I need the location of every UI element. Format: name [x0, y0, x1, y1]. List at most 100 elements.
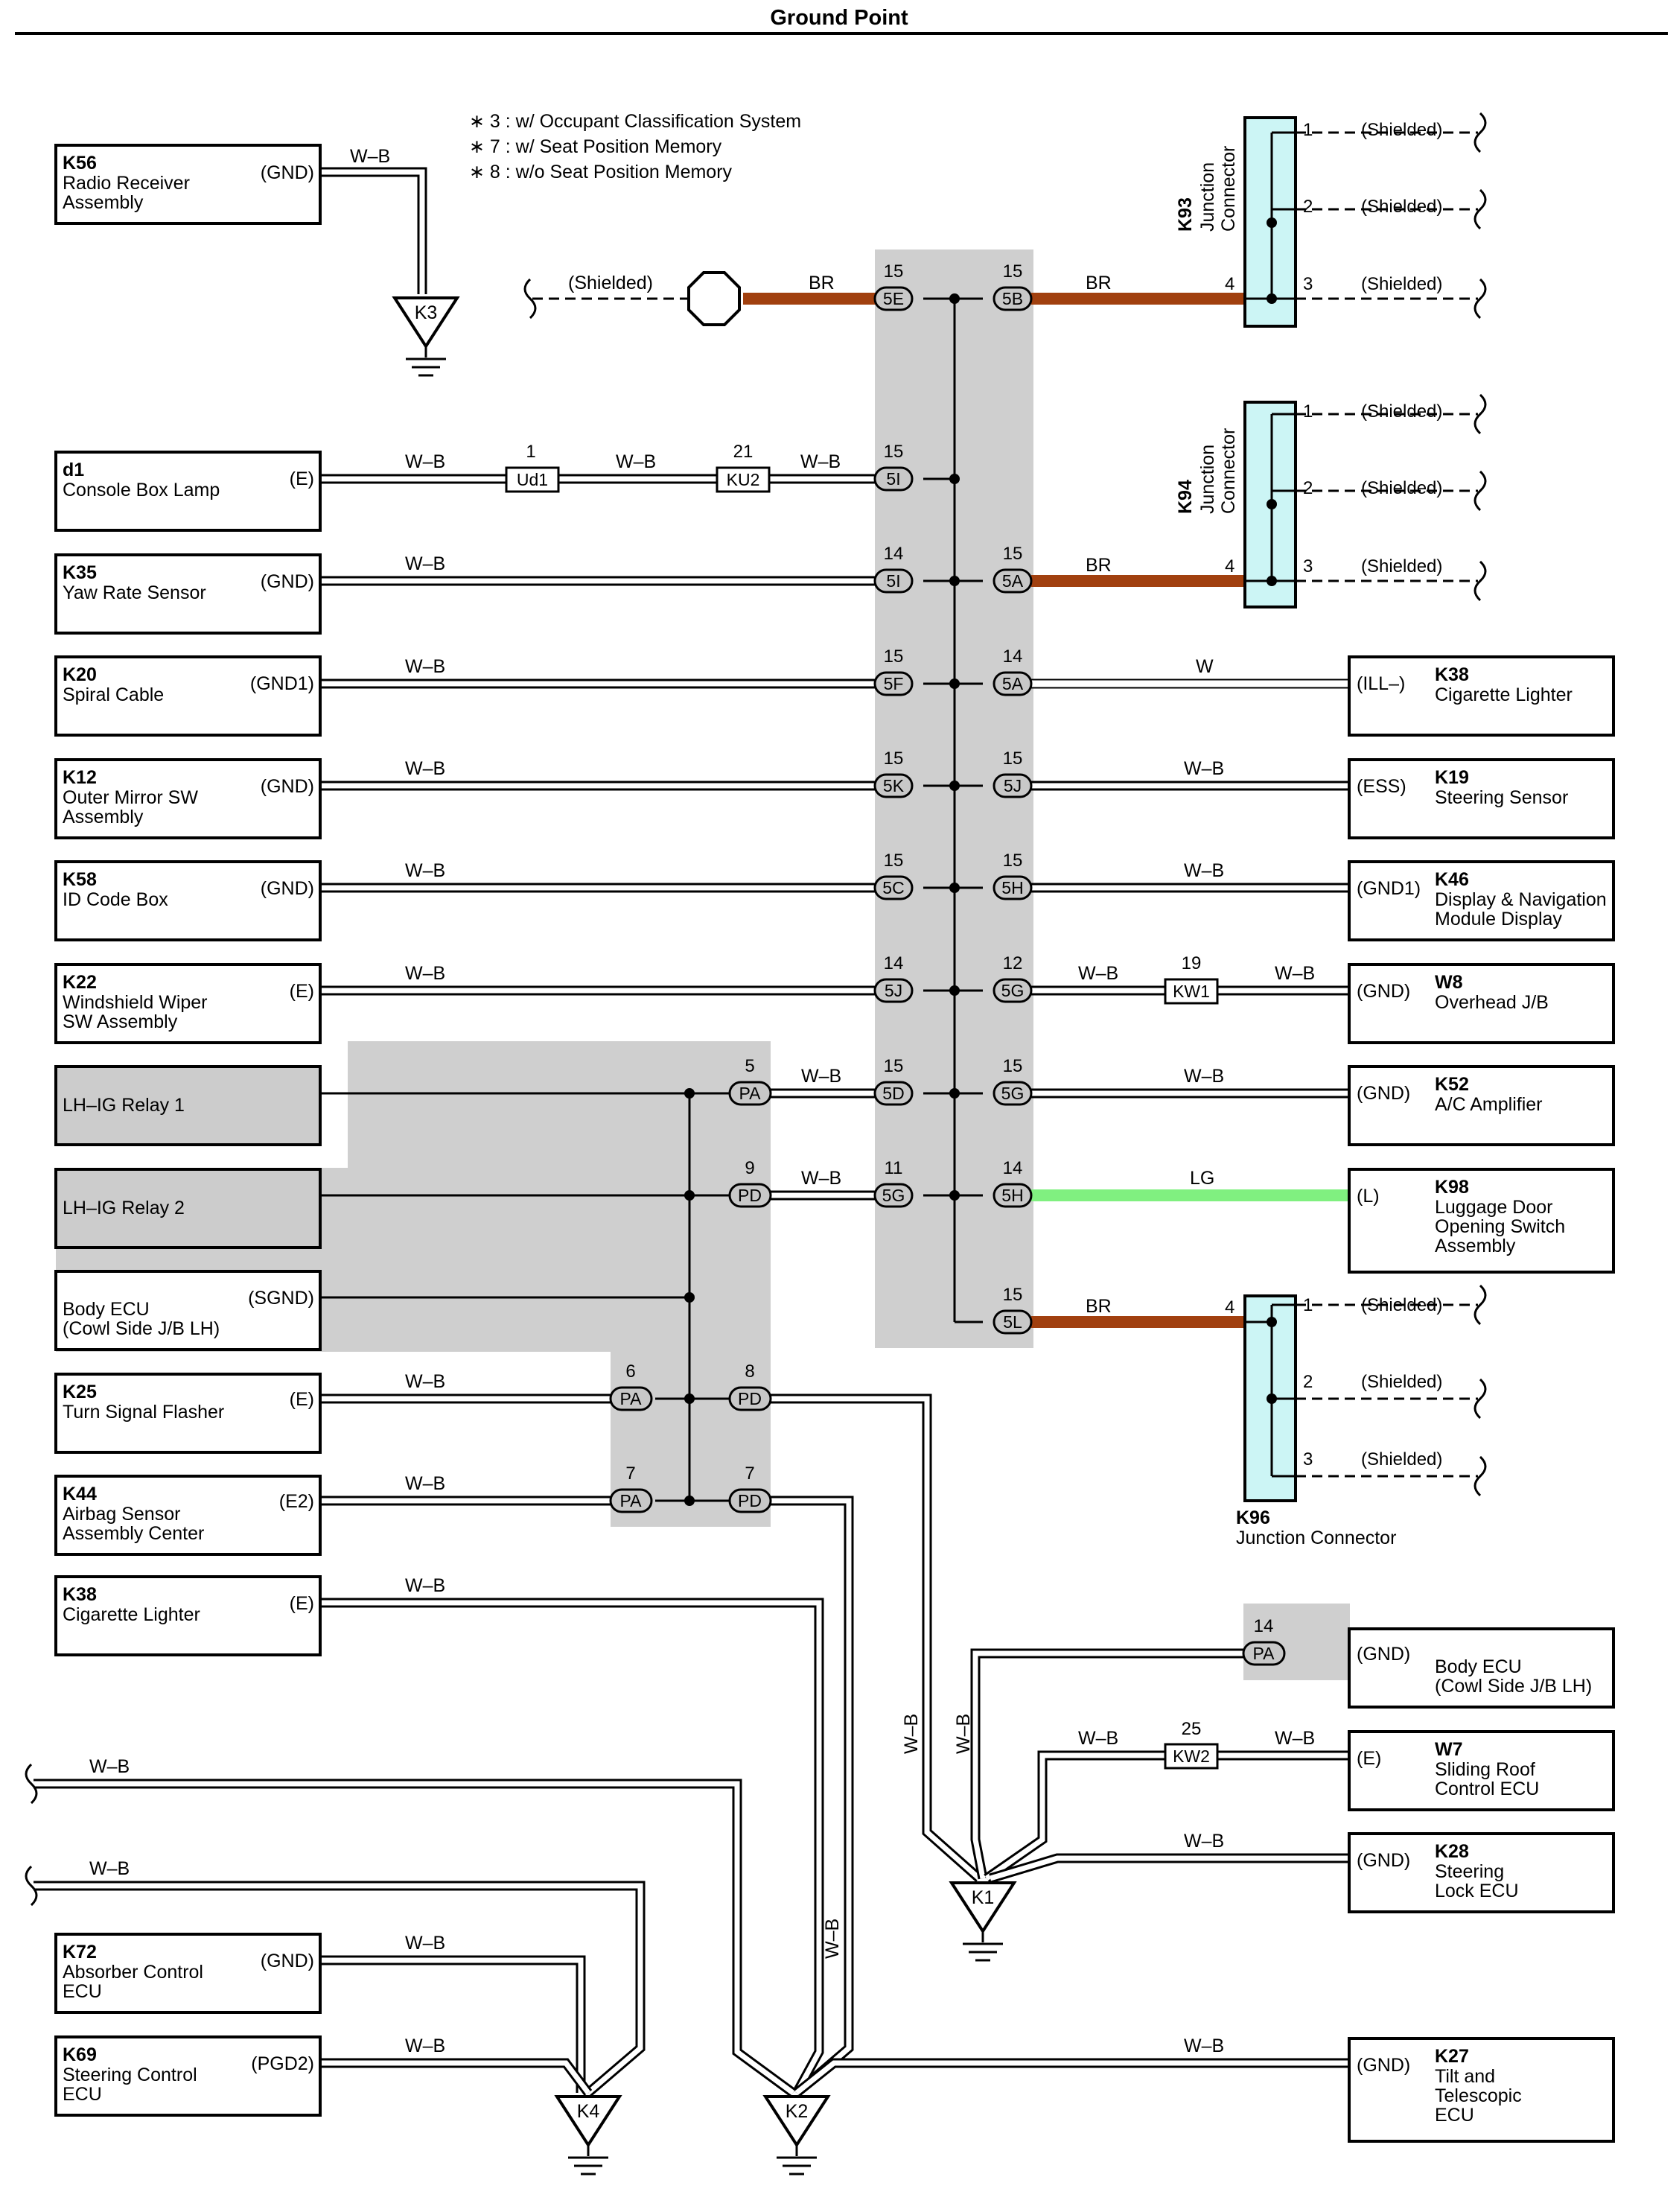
svg-text:1: 1: [526, 442, 535, 462]
svg-text:5G: 5G: [882, 1186, 905, 1205]
svg-text:5: 5: [745, 1056, 754, 1076]
svg-text:Sliding Roof: Sliding Roof: [1435, 1759, 1535, 1780]
svg-text:5J: 5J: [1004, 776, 1022, 795]
conn-5F: 5F: [873, 671, 914, 696]
svg-text:(Shielded): (Shielded): [1361, 120, 1442, 140]
svg-text:Display & Navigation: Display & Navigation: [1435, 889, 1607, 910]
svg-text:K69: K69: [63, 2044, 97, 2065]
ground-symbols: K3 K1 K4 K2: [392, 296, 1017, 2176]
svg-text:W–B: W–B: [953, 1714, 974, 1754]
k96-name: Junction Connector: [1236, 1528, 1396, 1548]
conn-PA-5: PA: [728, 1081, 772, 1106]
svg-text:(SGND): (SGND): [248, 1288, 314, 1309]
svg-text:W–B: W–B: [89, 1756, 130, 1777]
svg-text:21: 21: [733, 442, 754, 462]
svg-text:(GND1): (GND1): [1357, 878, 1421, 899]
svg-text:K98: K98: [1435, 1177, 1469, 1198]
note-1: ∗ 3 : w/ Occupant Classification System: [469, 111, 801, 132]
svg-text:(GND): (GND): [261, 878, 314, 899]
svg-text:(E2): (E2): [279, 1491, 314, 1512]
svg-text:(Shielded): (Shielded): [1361, 401, 1442, 422]
shield-splice-octagon: [687, 271, 741, 326]
svg-text:(Shielded): (Shielded): [1361, 556, 1442, 576]
svg-text:9: 9: [745, 1158, 754, 1178]
svg-text:PD: PD: [738, 1389, 762, 1408]
svg-text:BR: BR: [1086, 1296, 1112, 1317]
svg-text:(E): (E): [290, 468, 314, 489]
svg-text:W–B: W–B: [1184, 1066, 1224, 1087]
svg-text:15: 15: [1003, 261, 1023, 282]
svg-text:4: 4: [1225, 274, 1234, 294]
svg-text:K72: K72: [63, 1942, 97, 1962]
svg-text:K35: K35: [63, 562, 97, 583]
conn-5K: 5K: [873, 773, 914, 798]
svg-text:K46: K46: [1435, 869, 1469, 890]
svg-text:W–B: W–B: [1078, 963, 1118, 984]
wires-colored: [743, 293, 1349, 1328]
svg-text:W–B: W–B: [350, 146, 390, 167]
svg-text:(Shielded): (Shielded): [1361, 274, 1442, 294]
svg-text:Tilt and: Tilt and: [1435, 2066, 1495, 2087]
svg-text:2: 2: [1303, 1372, 1313, 1392]
svg-text:Assembly: Assembly: [63, 807, 144, 827]
svg-text:W–B: W–B: [801, 1168, 841, 1189]
svg-text:W–B: W–B: [822, 1919, 843, 1959]
svg-text:(Cowl Side J/B LH): (Cowl Side J/B LH): [63, 1318, 220, 1339]
svg-text:W7: W7: [1435, 1739, 1463, 1760]
svg-text:5B: 5B: [1002, 289, 1023, 308]
svg-text:14: 14: [884, 544, 904, 564]
svg-text:W–B: W–B: [405, 451, 445, 472]
svg-text:(GND): (GND): [261, 1951, 314, 1971]
svg-text:15: 15: [1003, 1056, 1023, 1076]
conn-PA-14: PA: [1242, 1641, 1286, 1666]
svg-text:LH–IG Relay 1: LH–IG Relay 1: [63, 1095, 185, 1116]
svg-text:K44: K44: [63, 1484, 97, 1504]
svg-text:7: 7: [625, 1463, 635, 1484]
svg-text:5F: 5F: [884, 674, 904, 693]
svg-text:(GND): (GND): [1357, 1644, 1410, 1665]
relay-bus: [320, 1088, 737, 1506]
body-ecu-gnd-right: (GND)Body ECU(Cowl Side J/B LH): [1348, 1627, 1615, 1709]
junction-connector-k96: K96 Junction Connector: [1236, 1294, 1396, 1548]
svg-text:5I: 5I: [886, 469, 900, 489]
svg-text:3: 3: [1303, 274, 1313, 294]
svg-text:W–B: W–B: [405, 1371, 445, 1392]
svg-text:4: 4: [1225, 1297, 1234, 1318]
svg-text:5G: 5G: [1001, 981, 1025, 1000]
k96-code: K96: [1236, 1507, 1270, 1528]
svg-text:8: 8: [745, 1361, 754, 1382]
svg-text:Assembly: Assembly: [63, 192, 144, 213]
svg-text:W–B: W–B: [1275, 963, 1315, 984]
conn-PD-7: PD: [728, 1488, 772, 1513]
svg-text:5H: 5H: [1001, 1186, 1023, 1205]
svg-text:5J: 5J: [885, 981, 902, 1000]
svg-text:K27: K27: [1435, 2046, 1469, 2067]
relay-area-shading: [56, 1041, 771, 1527]
svg-text:K56: K56: [63, 153, 97, 174]
svg-text:5C: 5C: [882, 878, 904, 897]
svg-text:(E): (E): [1357, 1748, 1381, 1769]
conn-KW1: KW1: [1164, 978, 1219, 1005]
svg-text:W–B: W–B: [1184, 860, 1224, 881]
svg-text:(Shielded): (Shielded): [1361, 478, 1442, 498]
svg-text:BR: BR: [1086, 273, 1112, 293]
svg-text:5A: 5A: [1002, 571, 1024, 591]
svg-text:Radio Receiver: Radio Receiver: [63, 173, 190, 194]
svg-text:Console Box Lamp: Console Box Lamp: [63, 480, 220, 500]
conn-PA-7: PA: [609, 1488, 653, 1513]
conn-PD-9: PD: [728, 1183, 772, 1208]
